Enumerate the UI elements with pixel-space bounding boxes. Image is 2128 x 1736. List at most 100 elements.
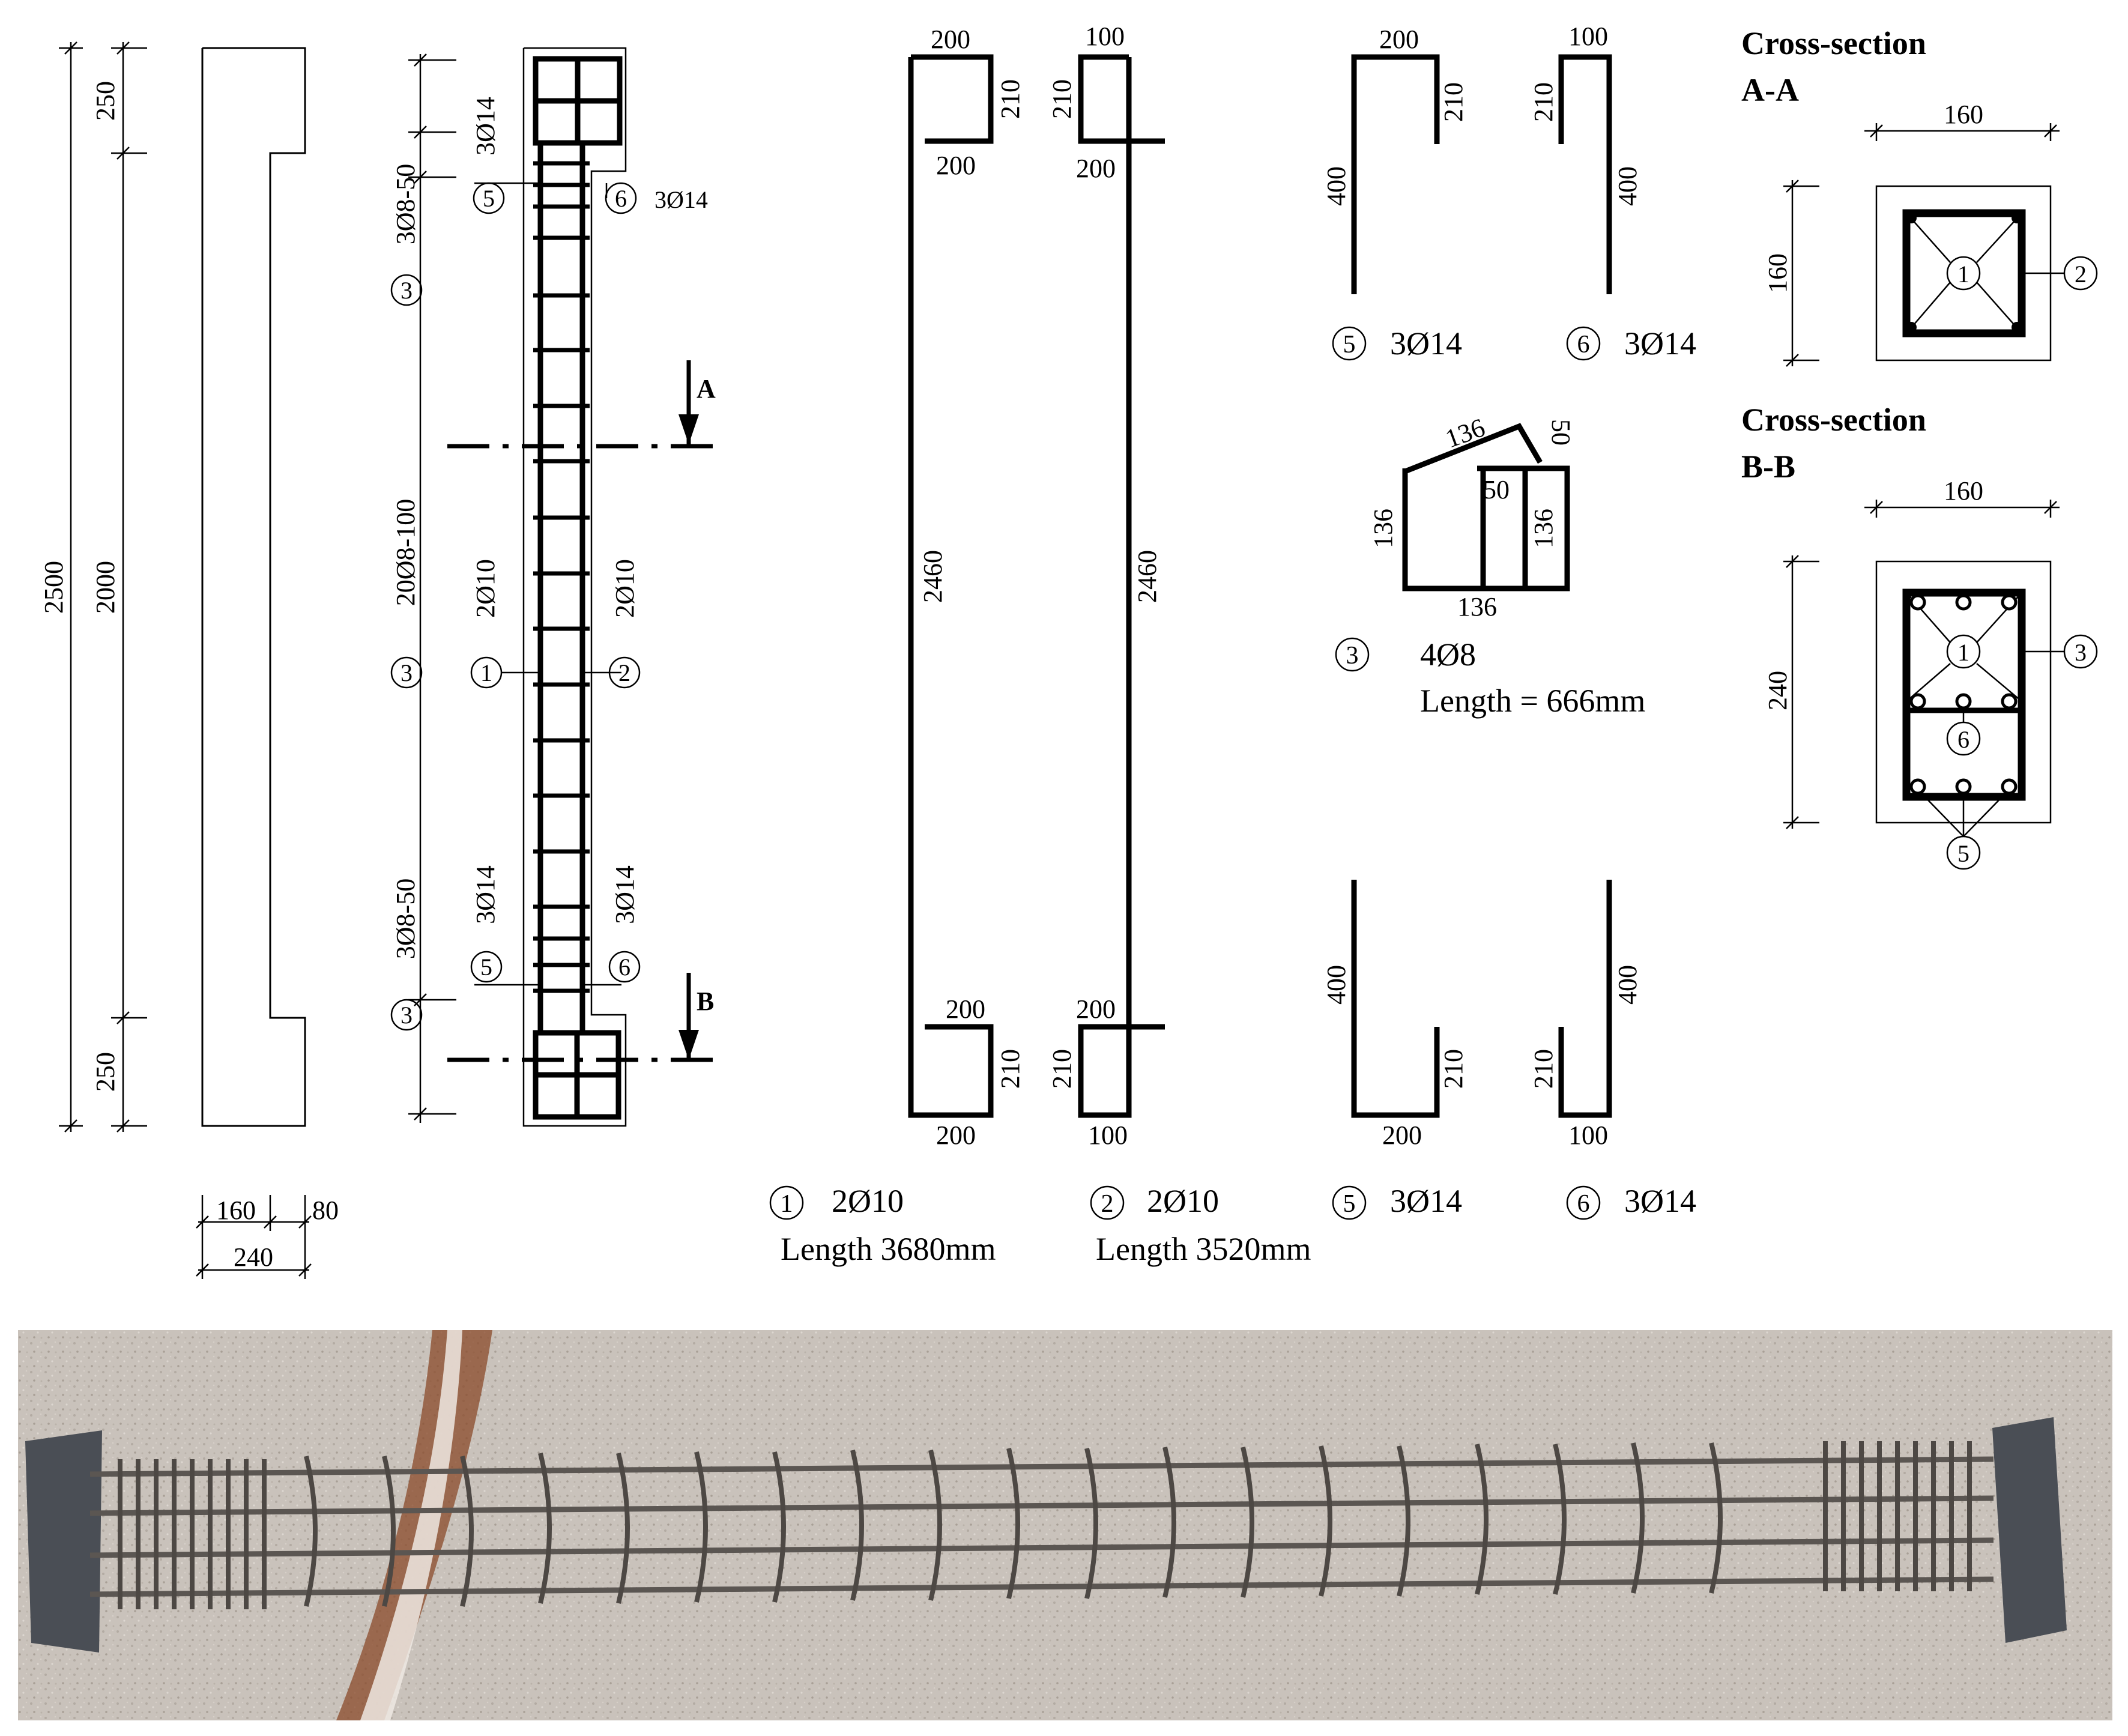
svg-text:210: 210 [996, 1049, 1025, 1089]
bar6-bottom-shape [1558, 880, 1612, 1118]
label-middle-stirrups: 20Ø8-100 [391, 499, 420, 606]
svg-text:200: 200 [1076, 994, 1116, 1024]
svg-text:160: 160 [1944, 100, 1983, 129]
svg-text:3: 3 [401, 1002, 413, 1029]
svg-text:200: 200 [936, 1121, 976, 1150]
svg-text:5: 5 [480, 954, 492, 981]
bar-legend: 1 2Ø10 Length 3680mm 2 2Ø10 Length 3520m… [769, 1183, 1696, 1267]
svg-text:160: 160 [1944, 476, 1983, 506]
bar5-bottom-dims: 400 210 200 [1322, 965, 1468, 1150]
svg-text:200: 200 [931, 25, 970, 54]
svg-text:3Ø14: 3Ø14 [1624, 1183, 1696, 1219]
svg-text:1: 1 [1957, 261, 1969, 288]
bar5-top-shape [1351, 54, 1440, 294]
svg-text:Length 3680mm: Length 3680mm [781, 1231, 996, 1267]
section-aa: 1 2 160 160 [1763, 100, 2098, 367]
svg-text:100: 100 [1568, 22, 1608, 51]
dim-bottom-height: 250 [91, 1052, 120, 1092]
bar6-top-shape [1558, 54, 1612, 294]
svg-text:136: 136 [1529, 509, 1558, 548]
svg-text:210: 210 [1439, 82, 1468, 122]
dim-top-height: 250 [91, 81, 120, 121]
bar2-dims: 100 210 200 2460 200 210 100 [1047, 22, 1162, 1150]
svg-text:5: 5 [1343, 331, 1356, 358]
svg-text:210: 210 [1047, 1049, 1077, 1089]
dim-total-height: 2500 [39, 561, 68, 614]
svg-text:136: 136 [1368, 509, 1398, 548]
svg-text:3Ø14: 3Ø14 [1390, 1183, 1462, 1219]
elevation-dimensions [59, 41, 312, 1279]
svg-text:Length = 666mm: Length = 666mm [1420, 683, 1645, 719]
svg-text:50: 50 [1546, 419, 1576, 446]
svg-text:400: 400 [1322, 166, 1351, 206]
svg-text:100: 100 [1088, 1121, 1128, 1150]
svg-text:2460: 2460 [1132, 550, 1162, 603]
svg-text:2: 2 [1101, 1190, 1114, 1218]
svg-text:1: 1 [480, 659, 492, 686]
svg-text:5: 5 [1957, 840, 1969, 867]
svg-text:200: 200 [1382, 1121, 1422, 1150]
svg-text:400: 400 [1613, 965, 1642, 1005]
section-bb: 1 3 6 5 160 240 [1763, 476, 2098, 870]
bar1-dims: 200 210 200 2460 200 210 200 [918, 25, 1025, 1150]
section-marker-b: B [697, 987, 714, 1016]
label-bar1: 2Ø10 [471, 559, 500, 618]
svg-text:3Ø14: 3Ø14 [1390, 325, 1462, 361]
stirrup-label: 3 4Ø8 Length = 666mm [1335, 637, 1645, 719]
dim-middle-height: 2000 [91, 561, 120, 614]
section-bb-subtitle: B-B [1741, 449, 1795, 485]
label-bar5-bottom: 3Ø14 [471, 865, 500, 924]
label-bar6-bottom: 3Ø14 [610, 865, 639, 924]
dim-width-160: 160 [216, 1196, 256, 1225]
svg-text:240: 240 [1763, 671, 1792, 710]
svg-text:2: 2 [2075, 261, 2087, 288]
column-elevation [201, 47, 306, 1127]
svg-text:Length 3520mm: Length 3520mm [1096, 1231, 1311, 1267]
svg-text:160: 160 [1763, 253, 1792, 293]
svg-text:3: 3 [2075, 639, 2087, 666]
rebar-cage-photo [18, 1330, 2112, 1720]
svg-text:2Ø10: 2Ø10 [1147, 1183, 1219, 1219]
svg-text:210: 210 [1529, 1049, 1558, 1089]
section-aa-title: Cross-section [1741, 25, 1926, 61]
svg-text:6: 6 [1577, 1190, 1590, 1218]
bar2-shape [1078, 54, 1165, 1118]
svg-text:50: 50 [1483, 475, 1510, 504]
svg-text:200: 200 [936, 151, 976, 180]
bar6-top-dims: 100 210 400 [1529, 22, 1642, 206]
svg-text:210: 210 [1047, 79, 1077, 119]
svg-text:400: 400 [1322, 965, 1351, 1005]
bar5-top-dims: 200 210 400 [1322, 25, 1468, 206]
svg-text:3: 3 [401, 277, 413, 304]
svg-text:2Ø10: 2Ø10 [832, 1183, 904, 1219]
svg-text:210: 210 [996, 79, 1025, 119]
circle-markers-elevation [390, 182, 641, 1031]
bar1-shape [908, 54, 994, 1118]
svg-text:400: 400 [1613, 166, 1642, 206]
bar6-bottom-dims: 210 400 100 [1529, 965, 1642, 1150]
svg-text:200: 200 [946, 994, 985, 1024]
svg-text:6: 6 [618, 954, 630, 981]
svg-text:136: 136 [1442, 413, 1489, 454]
svg-text:3: 3 [401, 659, 413, 686]
svg-text:100: 100 [1568, 1121, 1608, 1150]
svg-text:4Ø8: 4Ø8 [1420, 637, 1476, 673]
svg-text:3: 3 [1346, 642, 1359, 670]
section-bb-title: Cross-section [1741, 402, 1926, 438]
bar5-bottom-shape [1351, 880, 1440, 1118]
svg-text:210: 210 [1529, 82, 1558, 122]
svg-text:1: 1 [781, 1190, 793, 1218]
svg-text:210: 210 [1439, 1049, 1468, 1089]
dim-width-240: 240 [234, 1242, 273, 1272]
svg-text:6: 6 [1577, 331, 1590, 358]
svg-text:1: 1 [1957, 639, 1969, 666]
svg-text:6: 6 [1957, 726, 1969, 753]
svg-text:3Ø14: 3Ø14 [1624, 325, 1696, 361]
stirrup-shape [1402, 423, 1570, 591]
svg-text:200: 200 [1379, 25, 1419, 54]
svg-text:5: 5 [1343, 1190, 1356, 1218]
svg-text:136: 136 [1457, 592, 1497, 622]
svg-text:2: 2 [618, 659, 630, 686]
